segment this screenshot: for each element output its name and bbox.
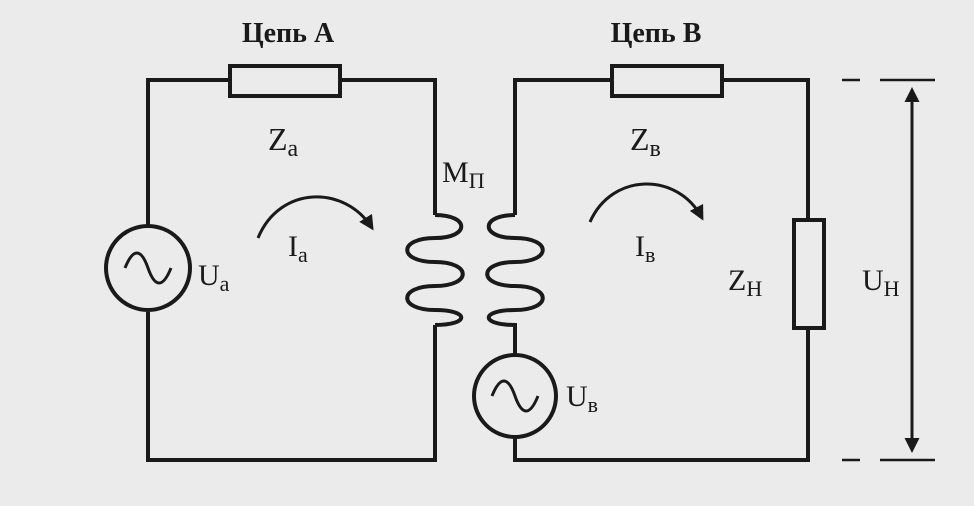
mutual-inductance-label: MП bbox=[442, 156, 485, 193]
circuit-a-title: Цепь A bbox=[242, 18, 335, 49]
load-voltage-label: UН bbox=[862, 264, 900, 301]
current-a-label: Ia bbox=[288, 230, 308, 267]
source-b-label: Uв bbox=[566, 380, 598, 417]
circuit-b bbox=[472, 64, 826, 462]
load-voltage-indicator bbox=[842, 78, 935, 462]
source-a bbox=[104, 224, 192, 312]
coil-b bbox=[485, 213, 545, 355]
impedance-b-resistor bbox=[610, 64, 724, 98]
source-b-circle bbox=[472, 353, 558, 439]
circuit-a bbox=[104, 64, 465, 462]
current-b-label: Iв bbox=[635, 230, 655, 267]
circuit-b-bottom-wire bbox=[513, 328, 810, 462]
impedance-b-label: Zв bbox=[630, 121, 661, 162]
source-a-label: Ua bbox=[198, 259, 230, 296]
current-a-arrow bbox=[256, 195, 374, 239]
circuit-a-left-wire bbox=[146, 312, 437, 462]
ac-wave-icon bbox=[123, 251, 173, 285]
current-b-arrow bbox=[588, 182, 704, 223]
coil-a bbox=[405, 213, 465, 327]
load-impedance-label: ZН bbox=[728, 264, 762, 301]
impedance-a-resistor bbox=[228, 64, 342, 98]
circuit-b-title: Цепь B bbox=[611, 18, 702, 49]
ac-wave-icon bbox=[490, 379, 540, 413]
source-b bbox=[472, 353, 558, 439]
circuit-b-top-wire bbox=[513, 78, 810, 220]
source-a-circle bbox=[104, 224, 192, 312]
impedance-a-label: Za bbox=[268, 121, 299, 162]
load-resistor bbox=[792, 218, 826, 330]
circuit-a-top-wire bbox=[146, 78, 437, 225]
